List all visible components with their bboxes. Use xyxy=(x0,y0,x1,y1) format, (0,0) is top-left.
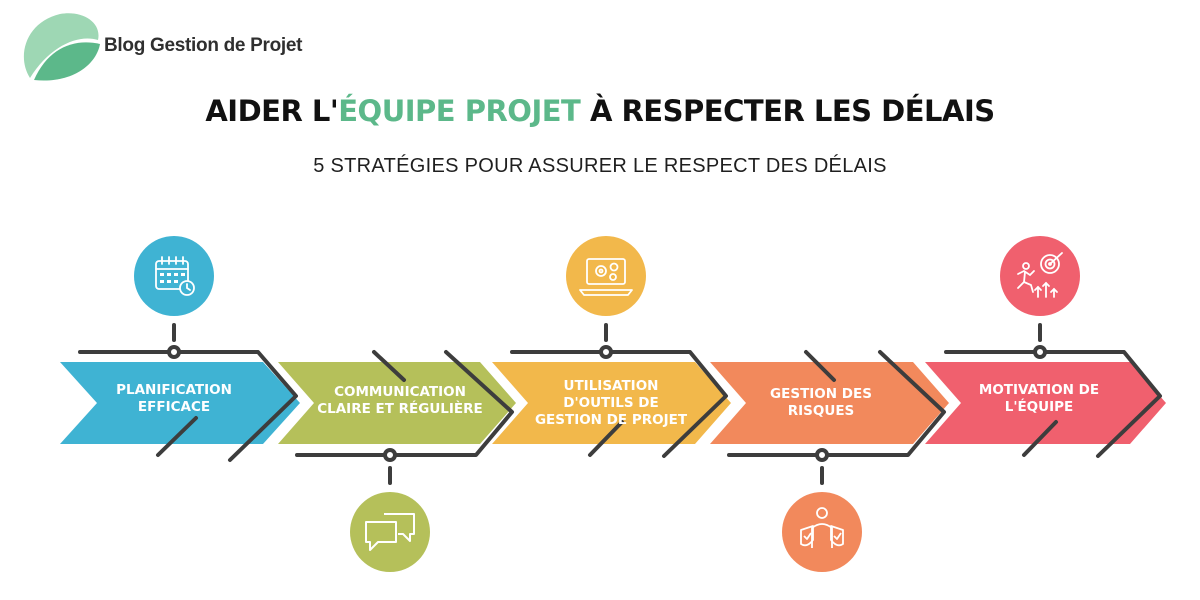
title-part: À RESPECTER LES DÉLAIS xyxy=(580,94,995,128)
connector-3-tail xyxy=(588,420,624,457)
connector-dot-5 xyxy=(1033,345,1047,359)
laptop-gears-icon xyxy=(579,258,633,296)
speech-bubbles-icon xyxy=(365,513,415,551)
step-5-icon-circle xyxy=(1000,236,1080,316)
step-arrow-4 xyxy=(710,362,949,444)
step-arrow-1 xyxy=(60,362,300,444)
title-highlight: ÉQUIPE PROJET xyxy=(338,94,581,128)
step-3-label: UTILISATION D'OUTILS DE GESTION DE PROJE… xyxy=(534,378,688,428)
step-3-icon-circle xyxy=(566,236,646,316)
step-1-label: PLANIFICATION EFFICACE xyxy=(116,382,232,415)
step-arrow-3 xyxy=(492,362,731,444)
connector-2-top xyxy=(372,350,406,382)
step-arrow-2 xyxy=(278,362,516,444)
title-part: AIDER L' xyxy=(205,94,339,128)
connector-dot-1 xyxy=(167,345,181,359)
step-2-label: COMMUNICATION CLAIRE ET RÉGULIÈRE xyxy=(317,384,483,417)
calendar-icon xyxy=(155,256,195,296)
step-arrow-5 xyxy=(925,362,1166,444)
connector-5-tail xyxy=(1022,420,1058,457)
step-5-label: MOTIVATION DE L'ÉQUIPE xyxy=(978,382,1100,415)
step-4-icon-circle xyxy=(782,492,862,572)
connector-4-top xyxy=(804,350,836,382)
connector-dot-2 xyxy=(383,448,397,462)
target-runner-icon xyxy=(1017,252,1063,298)
person-shield-icon xyxy=(800,507,844,548)
connector-1-tail xyxy=(156,416,198,457)
connector-dot-3 xyxy=(599,345,613,359)
step-4-label: GESTION DES RISQUES xyxy=(770,386,872,419)
step-2-icon-circle xyxy=(350,492,430,572)
connector-dot-4 xyxy=(815,448,829,462)
brand-name: Blog Gestion de Projet xyxy=(104,35,303,56)
leaf-logo-icon xyxy=(23,13,100,81)
page-title: AIDER L'ÉQUIPE PROJET À RESPECTER LES DÉ… xyxy=(0,94,1200,128)
page-subtitle: 5 STRATÉGIES POUR ASSURER LE RESPECT DES… xyxy=(313,155,887,177)
